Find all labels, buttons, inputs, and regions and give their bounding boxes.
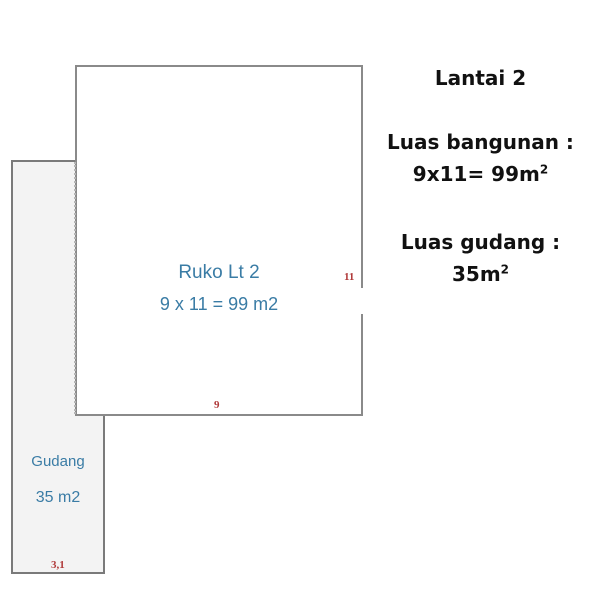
- building-area-label: Luas bangunan :: [387, 130, 574, 154]
- warehouse-area-value: 35m2: [368, 262, 593, 286]
- unit-superscript: 2: [539, 162, 549, 177]
- shared-wall-dotted-line: [74, 162, 76, 414]
- warehouse-area-label: Luas gudang :: [400, 230, 561, 254]
- ruko-width-dimension: 9: [214, 399, 220, 411]
- building-area-text: 9x11= 99m: [412, 162, 540, 186]
- warehouse-area-text: 35m: [451, 262, 501, 286]
- gudang-width-dimension: 3,1: [51, 559, 65, 571]
- building-area-value: 9x11= 99m2: [368, 162, 593, 186]
- gudang-area: 35 m2: [35, 489, 81, 506]
- ruko-area: 9 x 11 = 99 m2: [159, 294, 279, 314]
- ruko-room: [75, 65, 363, 416]
- wall-opening: [360, 288, 364, 314]
- floor-title: Lantai 2: [434, 66, 527, 90]
- ruko-length-dimension: 11: [344, 271, 355, 283]
- ruko-title: Ruko Lt 2: [178, 262, 260, 283]
- gudang-title: Gudang: [31, 453, 85, 470]
- unit-superscript: 2: [500, 262, 510, 277]
